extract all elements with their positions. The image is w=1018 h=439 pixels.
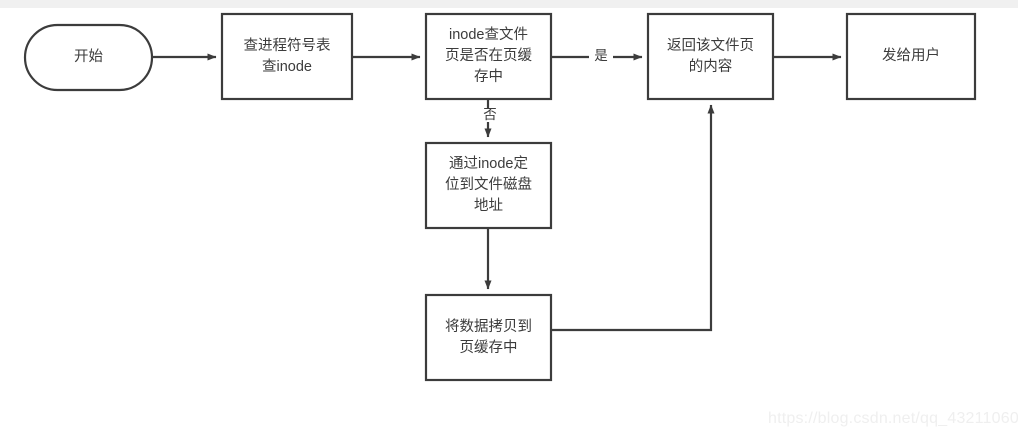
node-shape-return-page-content[interactable]: [646, 12, 775, 101]
node-shape-check-page-cache[interactable]: [424, 12, 553, 101]
edge-copy-to-return: [551, 104, 715, 332]
node-shape-lookup-inode[interactable]: [220, 12, 354, 101]
top-gray-bar: [0, 0, 1018, 8]
edge-connectors: [152, 53, 842, 332]
node-shape-start[interactable]: [23, 23, 154, 92]
edge-label-yes: 是: [589, 49, 613, 63]
node-shape-send-to-user[interactable]: [845, 12, 977, 101]
edge-label-no: 否: [478, 108, 502, 122]
node-shape-locate-disk-address[interactable]: [424, 141, 553, 230]
node-shapes: [23, 12, 977, 382]
watermark-text: https://blog.csdn.net/qq_43211060: [768, 410, 1018, 427]
node-shape-copy-to-page-cache[interactable]: [424, 293, 553, 382]
